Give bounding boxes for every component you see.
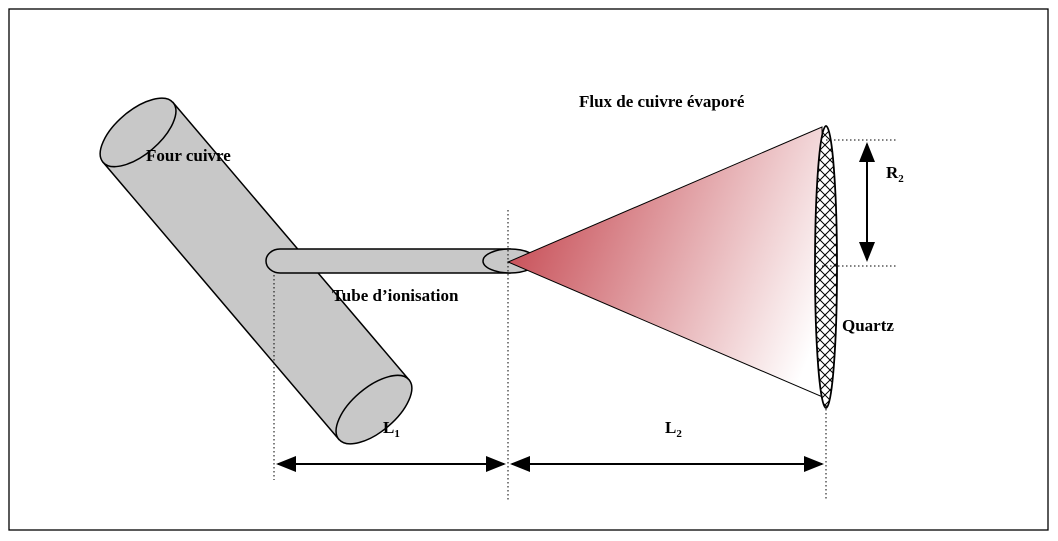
l2-label-sub: 2	[676, 428, 682, 440]
l2-label-main: L	[665, 418, 676, 437]
tube-label: Tube d’ionisation	[332, 286, 459, 305]
tube-body	[265, 248, 511, 274]
copper-flux-cone	[506, 126, 826, 399]
furnace-bottom-opening	[99, 97, 177, 168]
r2-label-sub: 2	[898, 173, 904, 185]
ionisation-tube	[265, 248, 538, 274]
l1-label-sub: 1	[394, 428, 400, 440]
l2-label: L2	[665, 418, 682, 440]
figure-frame	[8, 8, 1049, 531]
r2-label-main: R	[886, 163, 899, 182]
quartz-disk	[814, 125, 838, 409]
r2-label: R2	[886, 163, 904, 185]
furnace-top-cap	[335, 374, 413, 445]
l1-label: L1	[383, 418, 400, 440]
l1-label-main: L	[383, 418, 394, 437]
furnace-cylinder	[99, 97, 413, 445]
furnace-label: Four cuivre	[146, 146, 231, 165]
quartz-label: Quartz	[842, 316, 894, 335]
flux-label: Flux de cuivre évaporé	[579, 92, 745, 111]
